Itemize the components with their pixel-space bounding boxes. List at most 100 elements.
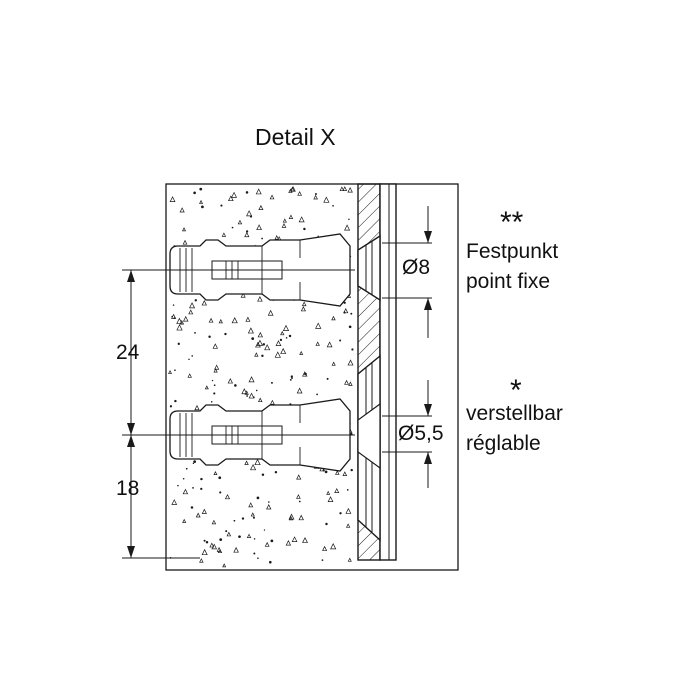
- concrete-speck: [217, 548, 223, 554]
- concrete-speck: [342, 186, 348, 191]
- concrete-speck: [221, 232, 227, 237]
- concrete-speck: [261, 237, 263, 240]
- concrete-speck: [199, 187, 203, 191]
- concrete-speck: [222, 563, 227, 568]
- concrete-speck: [219, 491, 222, 494]
- concrete-speck: [171, 313, 177, 319]
- concrete-speck: [231, 317, 238, 324]
- concrete-speck: [244, 231, 250, 238]
- concrete-speck: [176, 324, 183, 331]
- concrete-speck: [297, 190, 302, 196]
- concrete-speck: [201, 548, 208, 556]
- concrete-speck: [205, 541, 209, 544]
- concrete-speck: [187, 373, 192, 378]
- concrete-speck: [177, 484, 179, 487]
- concrete-speck: [182, 315, 189, 322]
- concrete-speck: [324, 470, 328, 474]
- concrete-speck: [169, 405, 173, 408]
- concrete-speck: [267, 309, 274, 316]
- concrete-speck: [315, 341, 320, 346]
- concrete-speck: [285, 337, 288, 339]
- concrete-speck: [339, 186, 345, 192]
- concrete-speck: [347, 359, 354, 366]
- concrete-speck: [179, 319, 185, 325]
- concrete-speck: [210, 401, 213, 403]
- concrete-speck: [213, 471, 218, 475]
- adjustable-label-fr: réglable: [466, 432, 541, 455]
- concrete-speck: [185, 467, 188, 470]
- concrete-speck: [331, 315, 336, 321]
- concrete-speck: [240, 292, 246, 298]
- concrete-speck: [298, 500, 301, 503]
- concrete-speck: [218, 476, 222, 480]
- concrete-speck: [299, 350, 304, 355]
- concrete-speck: [203, 539, 206, 542]
- dimension-spacing-label: 24: [116, 341, 140, 364]
- concrete-speck: [245, 316, 251, 322]
- concrete-speck: [253, 552, 256, 555]
- concrete-speck: [331, 361, 336, 366]
- concrete-speck: [245, 191, 249, 194]
- dimension-lines-left: [122, 269, 355, 559]
- concrete-speck: [248, 392, 255, 399]
- concrete-speck: [261, 354, 264, 358]
- concrete-speck: [280, 330, 285, 336]
- concrete-speck: [350, 312, 353, 315]
- concrete-speck: [301, 301, 307, 307]
- concrete-speck: [342, 471, 348, 476]
- concrete-speck: [264, 344, 271, 351]
- concrete-speck: [244, 460, 249, 465]
- concrete-speck: [255, 341, 261, 348]
- concrete-speck: [199, 558, 204, 563]
- concrete-speck: [172, 304, 175, 306]
- concrete-speck: [288, 516, 294, 521]
- concrete-speck: [224, 493, 231, 500]
- concrete-speck: [248, 376, 255, 383]
- concrete-speck: [182, 239, 188, 245]
- concrete-speck: [238, 535, 241, 539]
- concrete-speck: [257, 557, 259, 559]
- fixed-hole: [357, 234, 381, 302]
- concrete-speck: [348, 218, 350, 221]
- concrete-speck: [275, 340, 282, 346]
- concrete-speck: [296, 474, 302, 480]
- concrete-speck: [302, 537, 308, 543]
- concrete-speck: [322, 469, 325, 472]
- concrete-speck: [279, 338, 283, 342]
- concrete-speck: [255, 389, 258, 392]
- concrete-speck: [348, 381, 353, 386]
- concrete-speck: [193, 460, 197, 464]
- concrete-speck: [246, 533, 252, 538]
- concrete-speck: [326, 377, 329, 380]
- concrete-speck: [256, 224, 263, 231]
- concrete-speck: [194, 332, 196, 334]
- concrete-speck: [289, 186, 295, 192]
- concrete-speck: [282, 324, 290, 331]
- concrete-speck: [192, 486, 194, 489]
- concrete-speck: [246, 395, 249, 397]
- adjustable-slot: [357, 354, 381, 542]
- concrete-speck: [241, 517, 245, 520]
- concrete-speck: [330, 543, 337, 550]
- concrete-speck: [224, 332, 227, 336]
- diameter-fixed-label: Ø8: [402, 256, 431, 279]
- concrete-speck: [200, 477, 203, 481]
- concrete-speck: [182, 518, 187, 523]
- concrete-speck: [189, 302, 196, 309]
- concrete-speck: [208, 317, 214, 323]
- concrete-speck: [351, 348, 354, 351]
- concrete-speck: [274, 351, 281, 358]
- concrete-speck: [194, 404, 200, 411]
- concrete-speck: [195, 512, 201, 518]
- concrete-speck: [208, 335, 211, 338]
- dimension-arrows-right: [424, 231, 432, 464]
- concrete-speck: [254, 352, 259, 357]
- concrete-speck: [231, 191, 238, 198]
- concrete-speck: [182, 488, 189, 495]
- concrete-speck: [182, 477, 185, 480]
- concrete-speck: [177, 342, 180, 345]
- concrete-speck: [270, 539, 274, 543]
- concrete-speck: [257, 397, 263, 403]
- concrete-speck: [268, 501, 270, 503]
- concrete-speck: [335, 470, 340, 475]
